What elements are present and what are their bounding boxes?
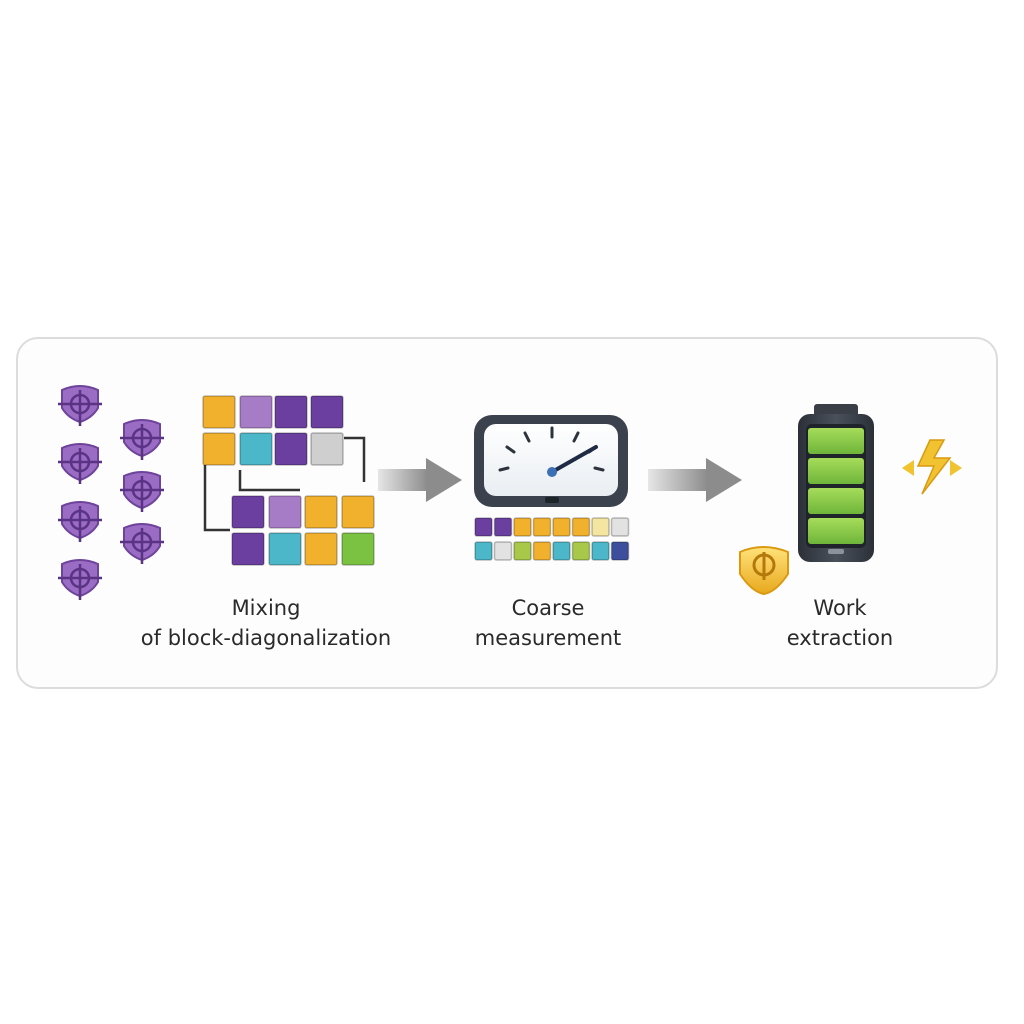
matrix-tile bbox=[610, 517, 630, 537]
qubit-icon bbox=[56, 442, 104, 486]
matrix-tile bbox=[202, 395, 236, 429]
quantum-system-icons bbox=[56, 384, 166, 602]
step-label-work: Work extraction bbox=[760, 593, 920, 653]
matrix-tile bbox=[231, 532, 265, 566]
matrix-tile bbox=[274, 395, 308, 429]
matrix-tile bbox=[513, 517, 532, 537]
matrix-tile bbox=[571, 517, 591, 537]
qubit-icon bbox=[118, 470, 166, 514]
matrix-tile bbox=[341, 495, 375, 529]
step-label-line1: Work bbox=[813, 596, 867, 620]
step-label-line2: measurement bbox=[474, 626, 622, 650]
matrix-tile bbox=[239, 395, 273, 429]
battery-icon bbox=[798, 404, 874, 562]
matrix-tile bbox=[274, 432, 308, 466]
matrix-tile bbox=[341, 532, 375, 566]
step-label-mixing: Mixing of block-diagonalization bbox=[126, 593, 406, 653]
step-label-line1: Mixing bbox=[231, 596, 301, 620]
matrix-tile bbox=[571, 541, 591, 561]
qubit-icon bbox=[56, 500, 104, 544]
step-label-line2: of block-diagonalization bbox=[140, 626, 392, 650]
qubit-icon bbox=[118, 522, 166, 566]
matrix-tile bbox=[474, 517, 493, 537]
matrix-tile bbox=[493, 541, 513, 561]
matrix-tile bbox=[268, 532, 302, 566]
matrix-tile bbox=[231, 495, 265, 529]
matrix-tile bbox=[310, 432, 344, 466]
matrix-tile bbox=[532, 541, 552, 561]
matrix-tile bbox=[304, 532, 338, 566]
flow-arrow-2 bbox=[648, 458, 742, 502]
step-label-measurement: Coarse measurement bbox=[458, 593, 638, 653]
matrix-tile bbox=[591, 517, 610, 537]
matrix-tile bbox=[513, 541, 532, 561]
gauge-icon bbox=[474, 415, 628, 507]
flow-arrow-1 bbox=[378, 458, 462, 502]
gold-quantum-icon bbox=[739, 546, 789, 596]
matrix-tile bbox=[532, 517, 552, 537]
matrix-tile bbox=[552, 541, 571, 561]
matrix-tile bbox=[310, 395, 344, 429]
measurement-color-strip bbox=[474, 517, 630, 561]
matrix-tile bbox=[268, 495, 302, 529]
matrix-tile bbox=[552, 517, 571, 537]
step-label-line1: Coarse bbox=[511, 596, 585, 620]
block-diagonal-matrix bbox=[202, 395, 375, 566]
matrix-tile bbox=[202, 432, 236, 466]
matrix-tile bbox=[474, 541, 493, 561]
qubit-icon bbox=[56, 558, 104, 602]
matrix-tile bbox=[239, 432, 273, 466]
matrix-tile bbox=[304, 495, 338, 529]
matrix-tile bbox=[610, 541, 630, 561]
qubit-icon bbox=[118, 418, 166, 462]
matrix-tile bbox=[591, 541, 610, 561]
qubit-icon bbox=[56, 384, 104, 428]
step-label-line2: extraction bbox=[786, 626, 894, 650]
matrix-tile bbox=[493, 517, 513, 537]
energy-spark-icon bbox=[902, 439, 962, 495]
